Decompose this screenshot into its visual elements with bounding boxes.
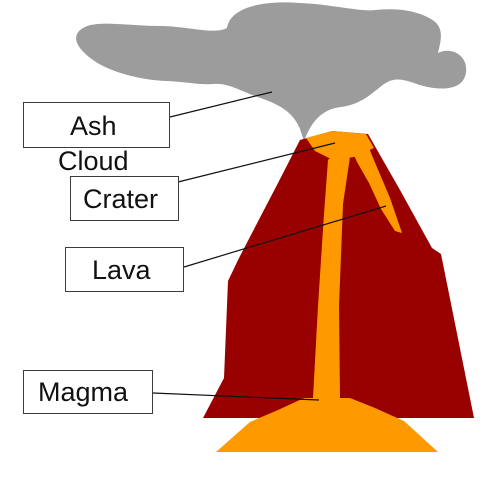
ash-cloud-shape — [76, 2, 467, 142]
magma-label-box: Magma — [23, 370, 153, 414]
ash-cloud-label-line-1: Ash — [70, 111, 117, 141]
ash-cloud-label-line-2: Cloud — [58, 146, 129, 176]
lava-label-box: Lava — [65, 247, 184, 292]
magma-leader-line — [152, 392, 320, 401]
crater-label-box: Crater — [70, 176, 179, 221]
lava-conduit-shape — [313, 144, 351, 398]
crater-label: Crater — [83, 184, 159, 214]
ash-cloud-leader-line — [169, 91, 273, 118]
lava-flow-right-shape — [350, 141, 402, 233]
lava-label: Lava — [92, 255, 151, 285]
ash-cloud-label-box: Ash — [23, 102, 170, 148]
crater-leader-line — [177, 142, 336, 183]
magma-label: Magma — [38, 377, 129, 407]
magma-chamber-shape — [216, 398, 438, 452]
lava-leader-line — [183, 205, 387, 268]
